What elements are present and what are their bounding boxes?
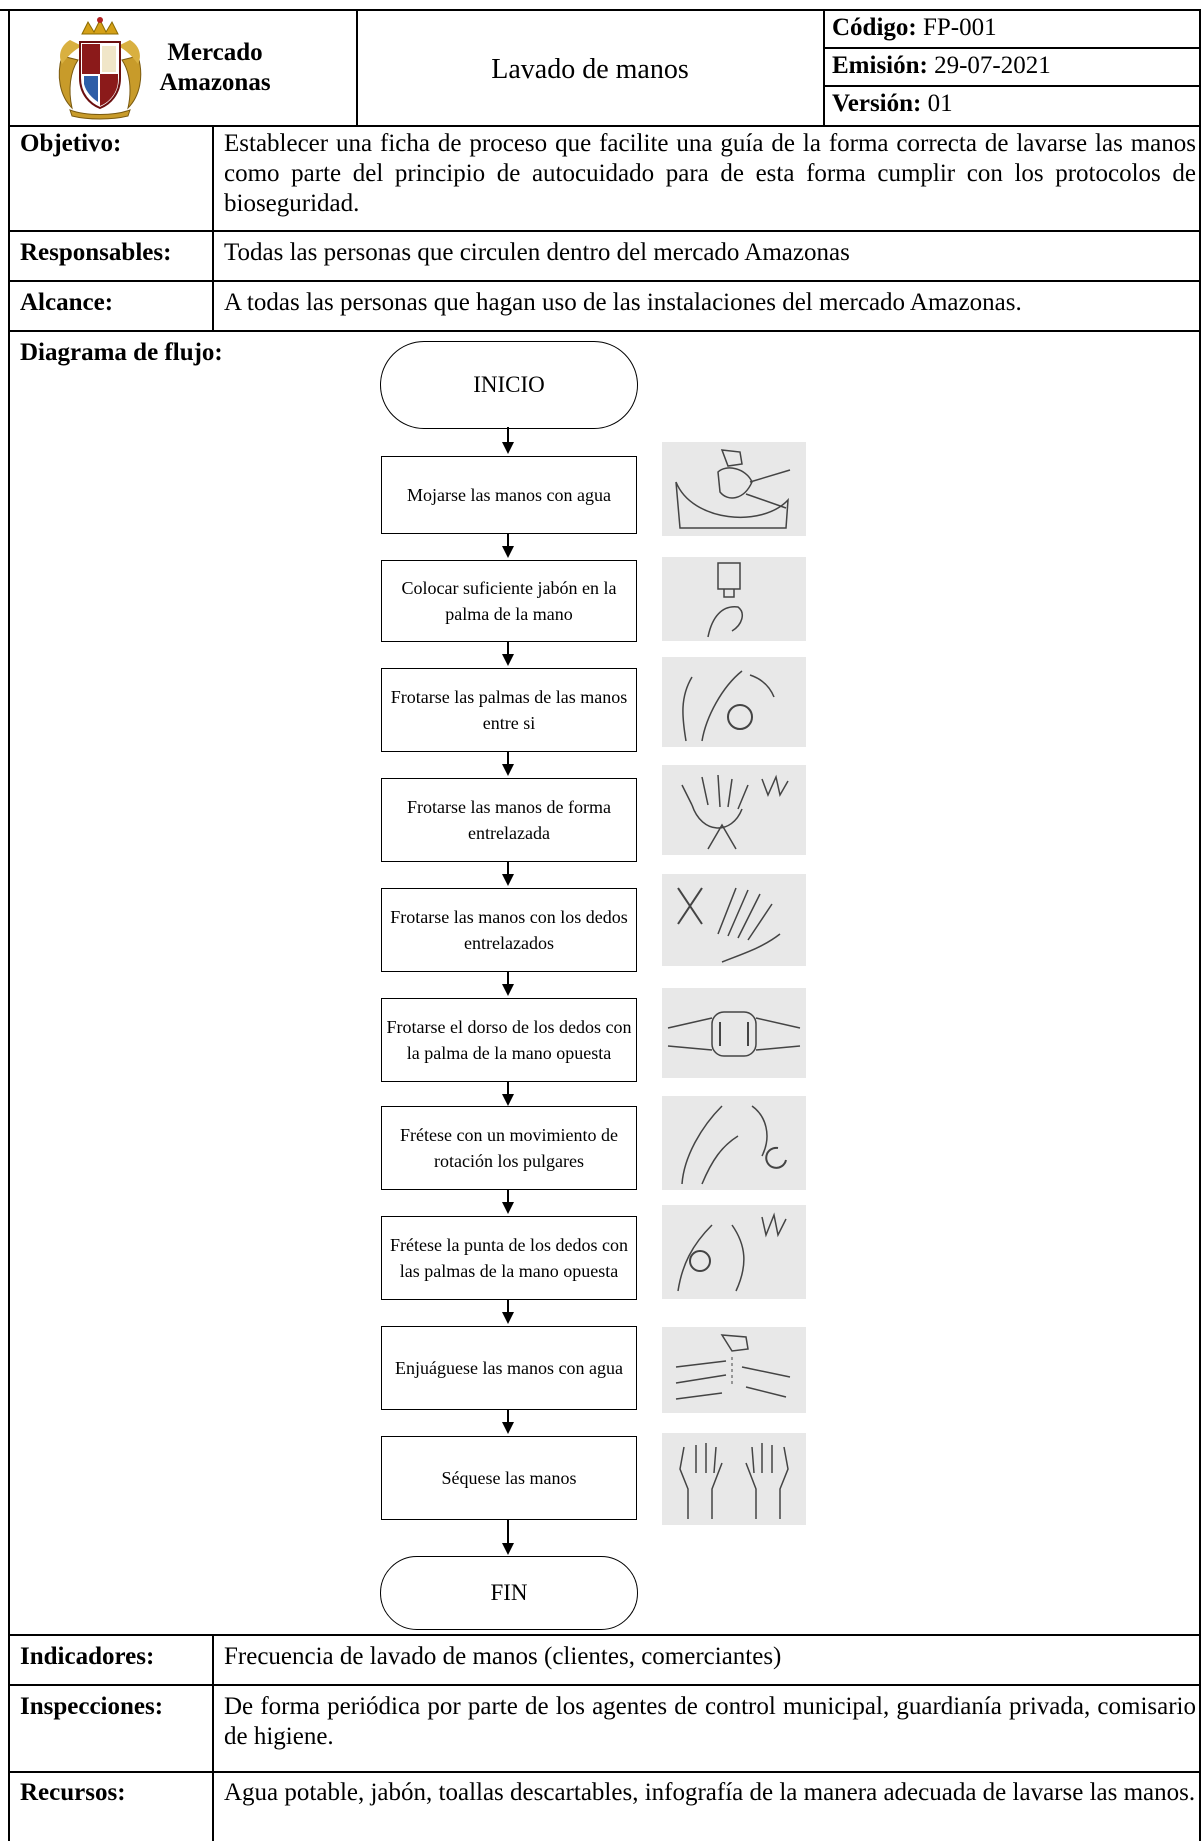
- rinse-hands-icon: [675, 1334, 791, 1400]
- flow-step-3: Frotarse las palmas de las manos entre s…: [381, 668, 637, 752]
- header-divider-2: [823, 9, 825, 125]
- header-row-sep-1: [823, 47, 1201, 49]
- version-label: Versión:: [832, 90, 922, 117]
- logo-seal: [52, 16, 148, 120]
- row-sep-alcance: [8, 280, 1201, 282]
- header-row-sep-2: [823, 85, 1201, 87]
- connector: [507, 862, 509, 882]
- connector: [507, 642, 509, 662]
- arrow-down-icon: [502, 1543, 514, 1555]
- arrow-down-icon: [502, 654, 514, 666]
- connector: [507, 1300, 509, 1320]
- interlaced-hands-illustration: [662, 765, 806, 855]
- flow-end-terminal: FIN: [380, 1556, 638, 1630]
- fingers-interlaced-illustration: [662, 874, 806, 966]
- back-fingers-icon: [667, 1011, 801, 1057]
- wet-hands-illustration: [662, 442, 806, 536]
- rinse-illustration: [662, 1327, 806, 1413]
- row-sep-inspecciones: [8, 1684, 1201, 1686]
- emission-row: Emisión: 29-07-2021: [832, 51, 1051, 81]
- arrow-down-icon: [502, 764, 514, 776]
- connector: [507, 534, 509, 554]
- connector: [507, 972, 509, 992]
- responsables-label: Responsables:: [20, 239, 172, 266]
- code-label: Código:: [832, 14, 917, 41]
- back-fingers-illustration: [662, 988, 806, 1078]
- fingertips-icon: [677, 1212, 787, 1292]
- flow-step-7: Frétese con un movimiento de rotación lo…: [381, 1106, 637, 1190]
- row-sep-recursos: [8, 1771, 1201, 1773]
- indicadores-value: Frecuencia de lavado de manos (clientes,…: [224, 1643, 782, 1670]
- objetivo-label: Objetivo:: [20, 130, 122, 157]
- soap-illustration: [662, 557, 806, 641]
- arrow-down-icon: [502, 1422, 514, 1434]
- code-row: Código: FP-001: [832, 13, 997, 43]
- rub-palms-illustration: [662, 657, 806, 747]
- code-value: FP-001: [922, 14, 997, 41]
- row-sep-responsables: [8, 230, 1201, 232]
- row-sep-indicadores: [8, 1634, 1201, 1636]
- version-value: 01: [927, 90, 953, 117]
- row-sep-diagrama: [8, 330, 1201, 332]
- flow-step-4: Frotarse las manos de forma entrelazada: [381, 778, 637, 862]
- flow-step-1: Mojarse las manos con agua: [381, 456, 637, 534]
- objetivo-value: Establecer una ficha de proceso que faci…: [224, 130, 1196, 217]
- inspecciones-value: De forma periódica por parte de los agen…: [224, 1693, 1196, 1750]
- recursos-label: Recursos:: [20, 1779, 126, 1806]
- inspecciones-label: Inspecciones:: [20, 1693, 164, 1720]
- connector: [507, 1190, 509, 1210]
- soap-dispenser-icon: [707, 562, 743, 638]
- label-col-divider-bottom: [212, 1634, 214, 1841]
- header-divider-1: [356, 9, 358, 125]
- coat-of-arms-icon: [58, 17, 142, 120]
- connector: [507, 752, 509, 772]
- dry-hands-illustration: [662, 1433, 806, 1525]
- table-border-right: [1199, 9, 1201, 1841]
- company-name-line2: Amazonas: [159, 69, 271, 96]
- table-border-left: [8, 9, 10, 1841]
- version-row: Versión: 01: [832, 89, 953, 119]
- connector: [507, 1520, 509, 1550]
- table-border-top: [0, 9, 1201, 11]
- row-sep-objetivo: [8, 125, 1201, 127]
- emission-value: 29-07-2021: [934, 52, 1051, 79]
- thumbs-illustration: [662, 1096, 806, 1190]
- emission-label: Emisión:: [832, 52, 928, 79]
- arrow-down-icon: [502, 546, 514, 558]
- interlaced-hands-icon: [681, 774, 789, 850]
- arrow-down-icon: [502, 1312, 514, 1324]
- fingers-interlaced-icon: [677, 887, 781, 963]
- label-col-divider-top: [212, 125, 214, 330]
- company-name-line1: Mercado: [167, 39, 263, 66]
- rotate-thumb-icon: [681, 1105, 787, 1185]
- flow-step-2: Colocar suficiente jabón en la palma de …: [381, 560, 637, 642]
- fingertips-illustration: [662, 1205, 806, 1299]
- alcance-label: Alcance:: [20, 289, 114, 316]
- diagrama-label: Diagrama de flujo:: [20, 339, 223, 366]
- arrow-down-icon: [502, 984, 514, 996]
- flow-step-5: Frotarse las manos con los dedos entrela…: [381, 888, 637, 972]
- flow-step-8: Frétese la punta de los dedos con las pa…: [381, 1216, 637, 1300]
- flow-start-terminal: INICIO: [380, 341, 638, 429]
- responsables-value: Todas las personas que circulen dentro d…: [224, 239, 850, 266]
- recursos-value: Agua potable, jabón, toallas descartable…: [224, 1779, 1196, 1806]
- connector: [507, 1410, 509, 1430]
- arrow-down-icon: [502, 442, 514, 454]
- indicadores-label: Indicadores:: [20, 1643, 155, 1670]
- arrow-down-icon: [502, 1202, 514, 1214]
- dry-hands-icon: [679, 1443, 789, 1519]
- arrow-down-icon: [502, 1094, 514, 1106]
- hand-wash-icon: [675, 449, 791, 529]
- rub-palms-icon: [682, 670, 775, 742]
- connector: [507, 427, 509, 449]
- flow-step-6: Frotarse el dorso de los dedos con la pa…: [381, 998, 637, 1082]
- alcance-value: A todas las personas que hagan uso de la…: [224, 289, 1022, 316]
- flow-step-9: Enjuáguese las manos con agua: [381, 1326, 637, 1410]
- document-title: Lavado de manos: [491, 54, 689, 85]
- connector: [507, 1082, 509, 1102]
- arrow-down-icon: [502, 874, 514, 886]
- flow-step-10: Séquese las manos: [381, 1436, 637, 1520]
